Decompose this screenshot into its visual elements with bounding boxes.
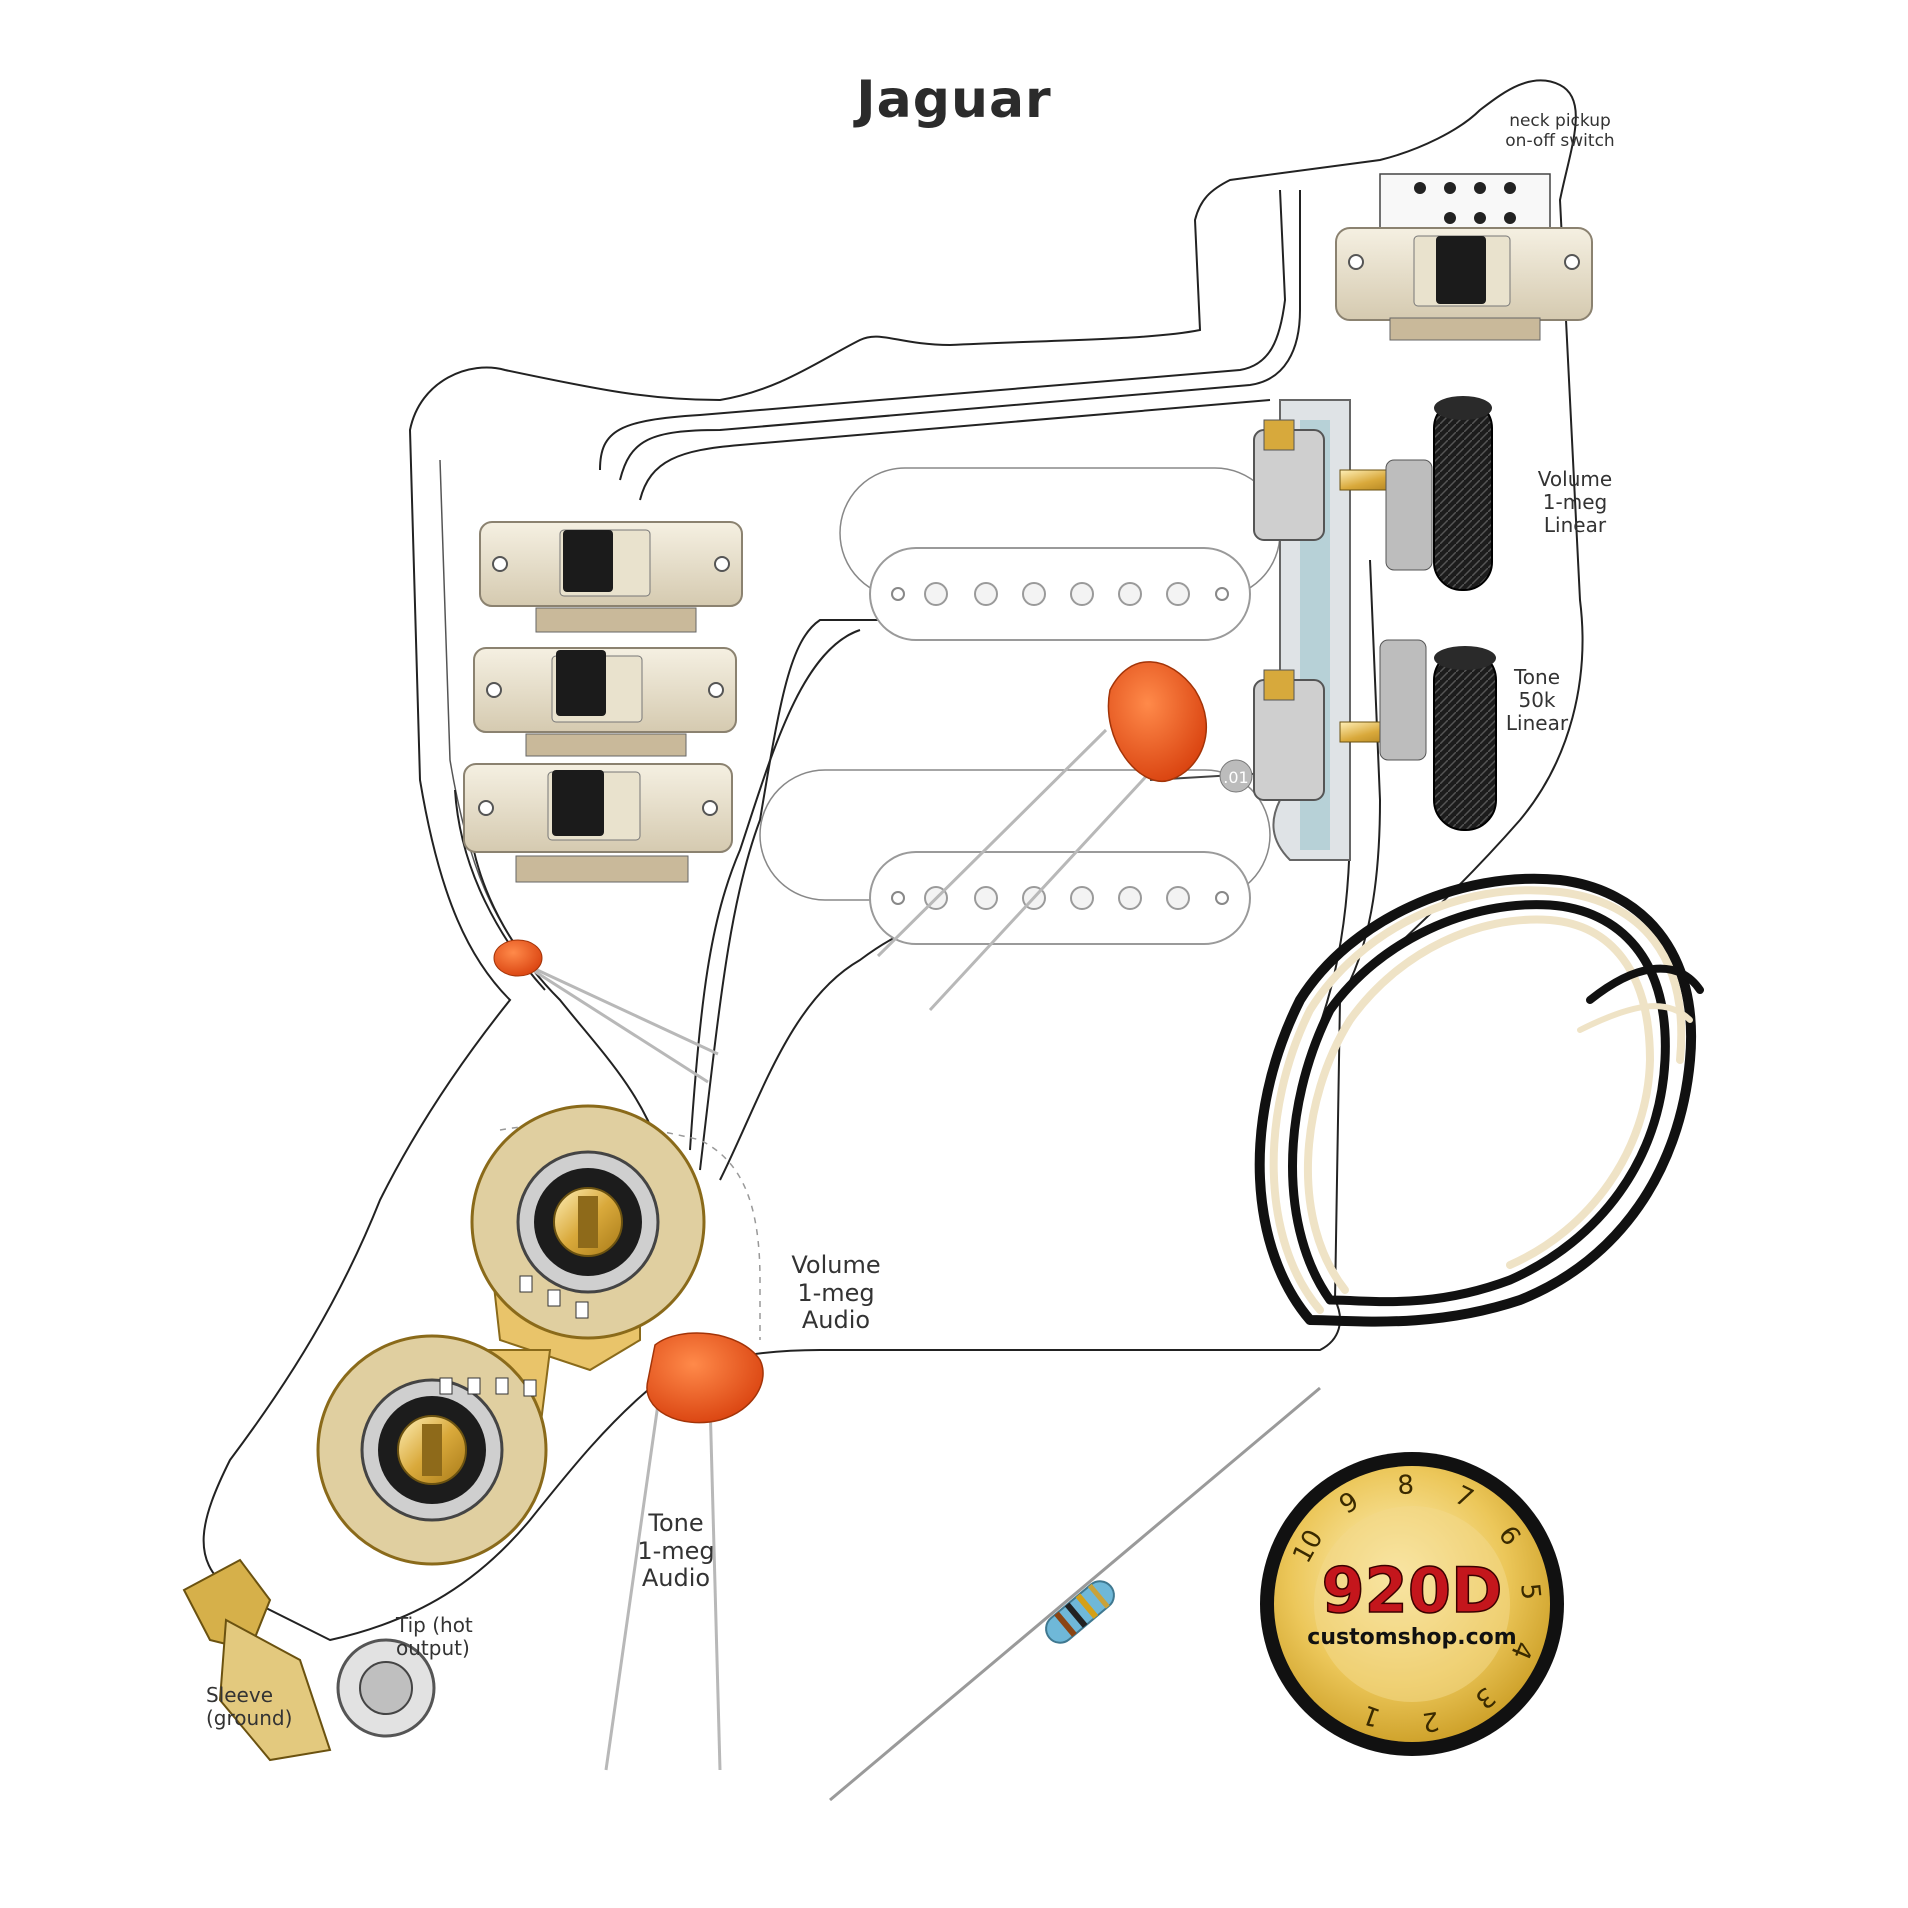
neck-pickup bbox=[869, 547, 1251, 641]
wire bbox=[469, 829, 661, 1151]
wire bbox=[599, 189, 1287, 471]
wire bbox=[719, 919, 961, 1181]
pot-linear-volume bbox=[1253, 419, 1433, 571]
knob-number: 5 bbox=[1514, 1582, 1546, 1602]
resistor bbox=[829, 1386, 1321, 1802]
pot-audio-volume bbox=[470, 1104, 706, 1372]
gold-control-knob[interactable] bbox=[1260, 1452, 1564, 1756]
knob-brand: 920D bbox=[1322, 1554, 1503, 1627]
slide-switch[interactable] bbox=[473, 647, 737, 757]
wire bbox=[699, 619, 940, 1171]
output-jack bbox=[182, 1558, 436, 1762]
diagram-title: Jaguar bbox=[856, 70, 1052, 130]
wire bbox=[619, 190, 1301, 481]
roller-knob-volume[interactable] bbox=[1433, 396, 1493, 591]
wire bbox=[639, 399, 1271, 501]
capacitor-orange-upper: .01 bbox=[876, 661, 1253, 1012]
capacitor-ceramic bbox=[493, 939, 719, 1084]
pot-audio-tone bbox=[316, 1334, 552, 1566]
knob-number: 8 bbox=[1397, 1470, 1415, 1501]
pot-lugs bbox=[519, 1275, 589, 1319]
slide-switch[interactable] bbox=[463, 763, 733, 883]
capacitor-orange-lower bbox=[604, 1332, 764, 1771]
roller-knob-tone[interactable] bbox=[1433, 646, 1497, 831]
knob-number: 2 bbox=[1420, 1705, 1441, 1737]
pot-linear-tone bbox=[1253, 639, 1427, 801]
pot-lugs bbox=[439, 1377, 537, 1397]
wire bbox=[689, 629, 861, 1151]
neck-on-off-switch[interactable] bbox=[1335, 173, 1593, 341]
sleeve-label: Sleeve (ground) bbox=[206, 1684, 292, 1730]
cap-value-label: .01 bbox=[1223, 768, 1248, 787]
knob-site: customshop.com bbox=[1307, 1625, 1516, 1650]
wire-bundle bbox=[1254, 873, 1704, 1327]
slide-switch[interactable] bbox=[479, 521, 743, 633]
tip-label: Tip (hot output) bbox=[396, 1613, 473, 1660]
bridge-pickup bbox=[869, 851, 1251, 945]
